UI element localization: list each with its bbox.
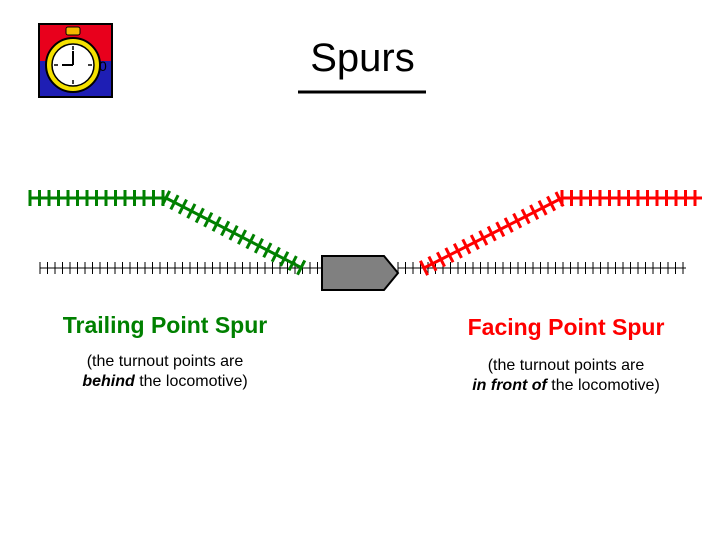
facing-point-spur-description: (the turnout points are in front of the … [416,356,716,396]
trailing-spur-rail [30,196,303,270]
facing-spur-tie [520,208,531,225]
trailing-spur-tie [194,207,205,224]
trailing-spur-tie [203,211,214,228]
emphasis-text: in front of [472,377,547,394]
facing-spur-tie [461,238,472,255]
stopwatch-logo-icon: 0 [38,23,113,98]
trailing-point-spur-track [28,190,307,276]
facing-spur-tie [469,234,480,251]
trailing-spur-tie [262,242,273,258]
facing-spur-tie [419,260,429,276]
trailing-point-spur-description: (the turnout points are behind the locom… [15,352,315,392]
facing-spur-tie [537,200,548,216]
trailing-spur-tie [228,224,239,241]
main-track [39,262,686,274]
trailing-point-spur-heading: Trailing Point Spur [62,312,268,338]
facing-spur-tie [495,221,506,238]
trailing-spur-tie [186,203,197,219]
page-title: Spurs [310,36,415,80]
trailing-spur-tie [161,190,171,206]
facing-spur-tie [435,251,446,268]
facing-spur-tie [444,247,455,263]
facing-spur-tie [486,225,497,242]
locomotive-icon [321,255,400,291]
trailing-spur-tie [245,233,256,250]
facing-spur-tie [427,255,438,272]
trailing-spur-tie [211,216,222,232]
trailing-spur-tie [237,229,248,245]
facing-spur-tie [546,195,557,212]
svg-text:0: 0 [99,58,107,74]
description-line: (the turnout points are [487,357,645,374]
description-line: (the turnout points are [86,353,244,370]
facing-point-spur-track [419,190,702,276]
title-underline [298,90,426,94]
trailing-spur-tie [169,194,180,211]
trailing-spur-tie [296,259,307,276]
facing-spur-tie [529,204,540,220]
facing-spur-tie [503,217,514,233]
description-rest: the locomotive) [546,377,660,394]
description-rest: the locomotive) [134,373,248,390]
emphasis-text: behind [82,373,135,390]
facing-spur-tie [478,230,489,246]
facing-point-spur-heading: Facing Point Spur [467,314,665,340]
trailing-spur-tie [220,220,231,237]
facing-spur-tie [512,212,523,229]
trailing-spur-tie [253,238,264,254]
facing-spur-rail [423,196,702,270]
trailing-spur-tie [287,255,298,272]
spur-track-diagram [28,190,702,291]
trailing-spur-tie [270,246,281,263]
facing-spur-tie [452,242,463,259]
trailing-spur-tie [177,198,188,215]
trailing-spur-tie [279,251,290,267]
